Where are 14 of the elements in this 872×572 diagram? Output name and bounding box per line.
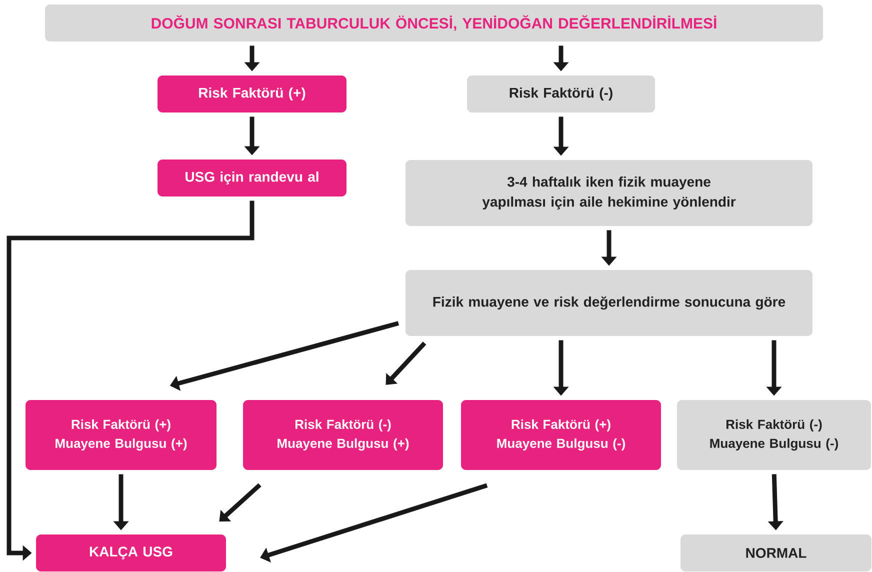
result-box: Risk Faktörü (+) Muayene Bulgusu (-) (461, 400, 661, 470)
process-box: 3-4 haftalık iken fizik muayene yapılması için aile hekimine yönlendir (406, 160, 812, 226)
arrow (219, 483, 262, 522)
result-box: Risk Faktörü (-) Muayene Bulgusu (+) (243, 400, 443, 470)
process-box: Risk Faktörü (+) (158, 76, 346, 112)
process-box: Risk Faktörü (-) (467, 76, 655, 112)
title-box: DOĞUM SONRASI TABURCULUK ÖNCESİ, YENİDOĞAN DEĞERLENDİRİLMESİ (45, 4, 823, 42)
result-box: Risk Faktörü (+) Muayene Bulgusu (+) (26, 400, 216, 470)
outcome-box: NORMAL (680, 534, 872, 572)
arrow (386, 342, 426, 385)
result-box: Risk Faktörü (-) Muayene Bulgusu (-) (677, 400, 871, 470)
outcome-box: KALÇA USG (36, 534, 226, 572)
process-box: USG için randevu al (158, 160, 346, 196)
process-box: Fizik muayene ve risk değerlendirme sonucuna göre (406, 270, 812, 336)
